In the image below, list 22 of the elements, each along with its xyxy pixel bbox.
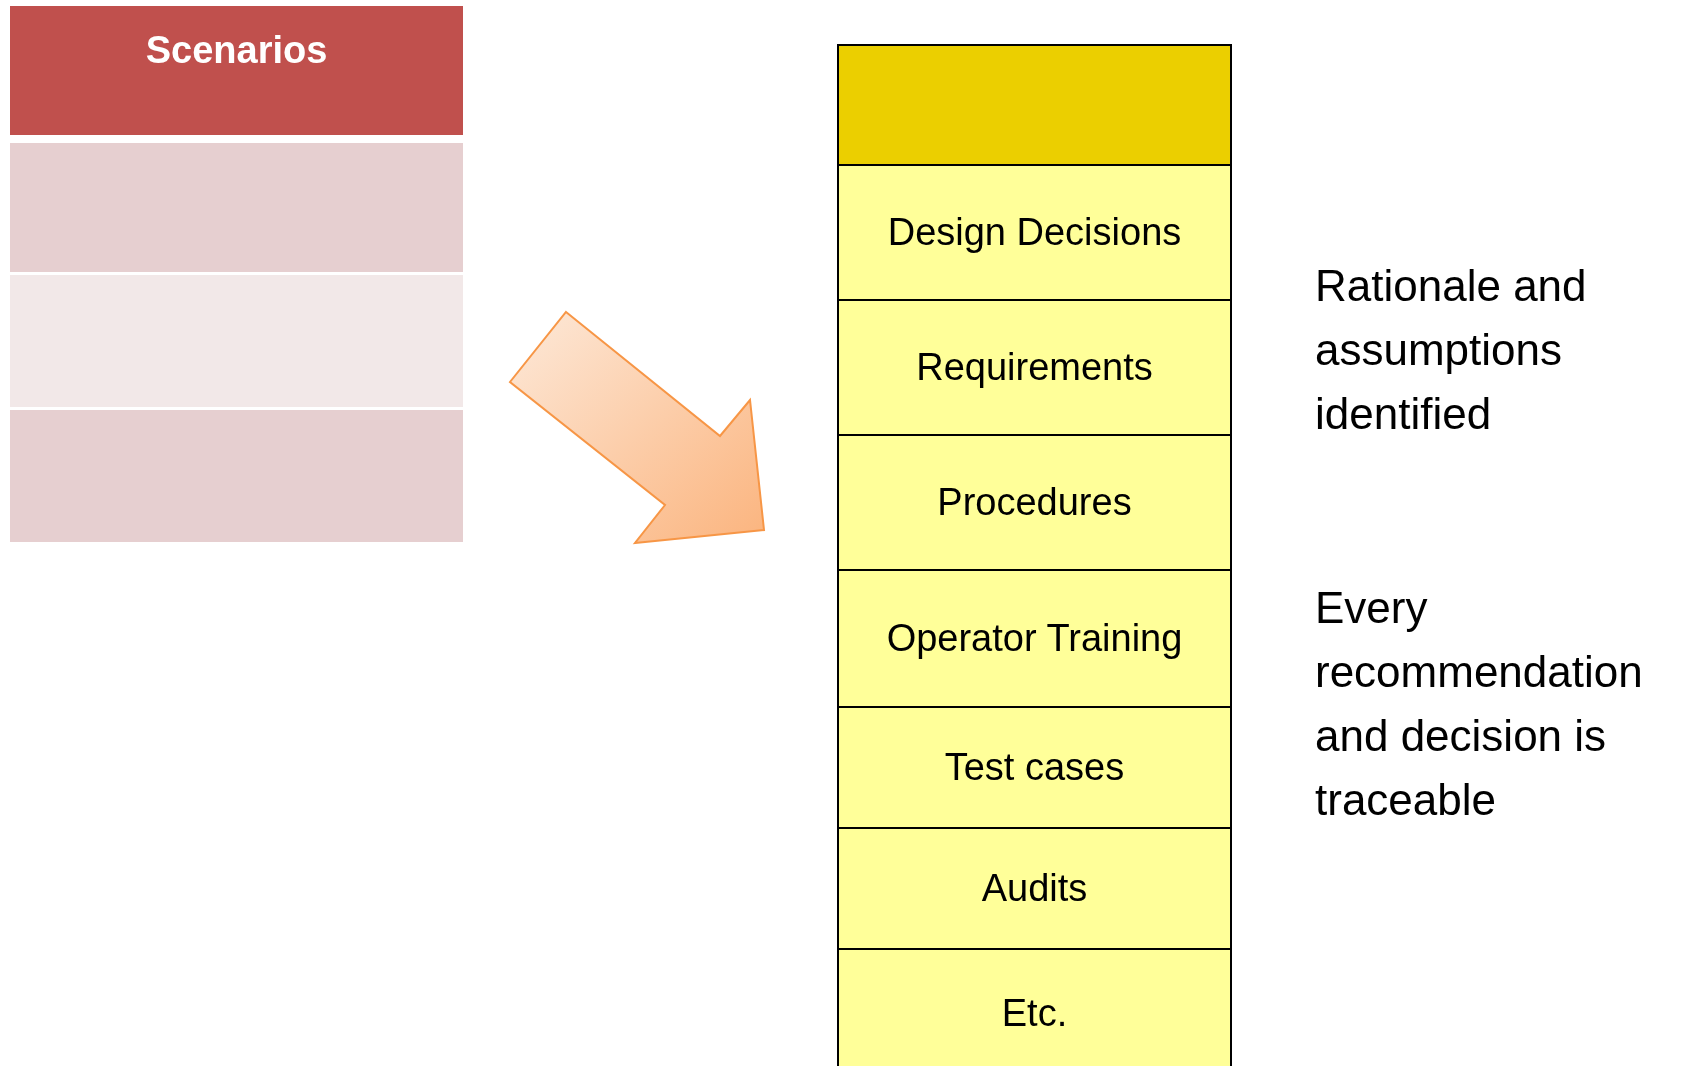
cell-text: Operator Training: [886, 616, 1183, 661]
header-cell: [10, 6, 463, 135]
list-cell: [837, 164, 1232, 301]
table-row: [10, 143, 463, 272]
cell-text: Requirements: [916, 345, 1153, 390]
list-cell: [837, 827, 1232, 950]
cell-text: Test cases: [944, 745, 1125, 790]
block-arrow: [508, 310, 766, 545]
note-text: Rationale and assumptions identified: [1315, 260, 1588, 440]
cell-text: Scenarios: [145, 28, 328, 73]
note-text: Every recommendation and decision is traceable: [1315, 582, 1644, 826]
cell-text: Design Decisions: [887, 210, 1182, 255]
list-cell: [837, 434, 1232, 571]
column-header: [837, 44, 1232, 166]
list-cell: [837, 948, 1232, 1066]
list-cell: [837, 706, 1232, 829]
list-cell: [837, 299, 1232, 436]
table-row: [10, 410, 463, 542]
cell-text: Procedures: [937, 480, 1132, 525]
list-cell: [837, 569, 1232, 708]
cell-text: Audits: [981, 866, 1088, 911]
cell-text: Etc.: [1001, 990, 1068, 1036]
